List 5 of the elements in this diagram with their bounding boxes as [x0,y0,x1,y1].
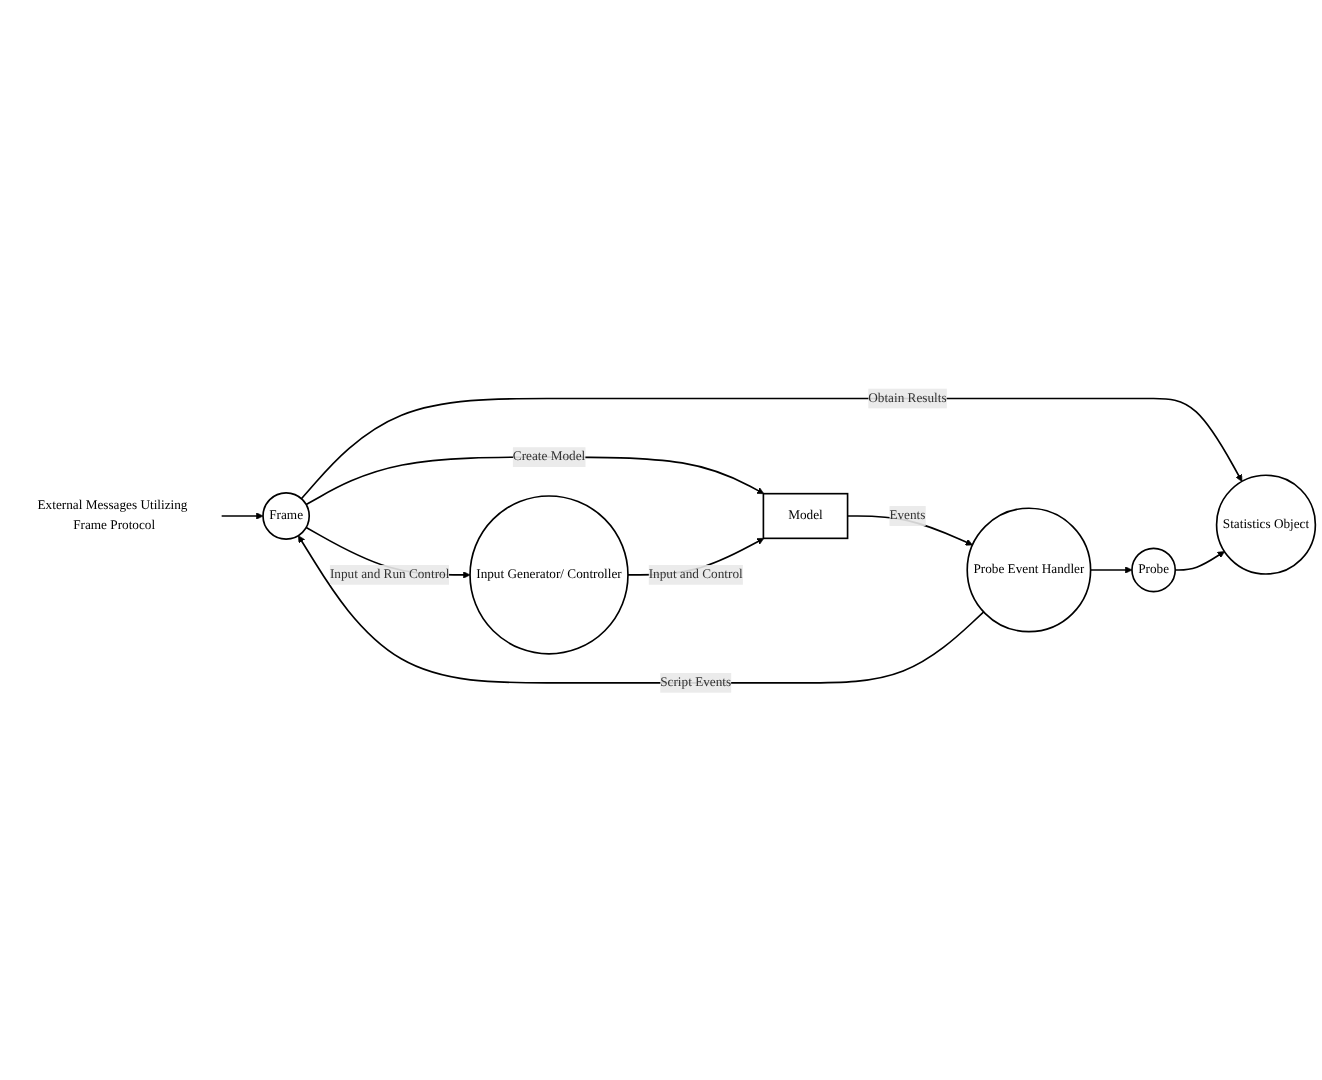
arrow [1089,565,1133,573]
arrow [300,397,1243,499]
arrow [846,514,973,545]
arrow [220,511,264,519]
arrow [1174,550,1225,571]
